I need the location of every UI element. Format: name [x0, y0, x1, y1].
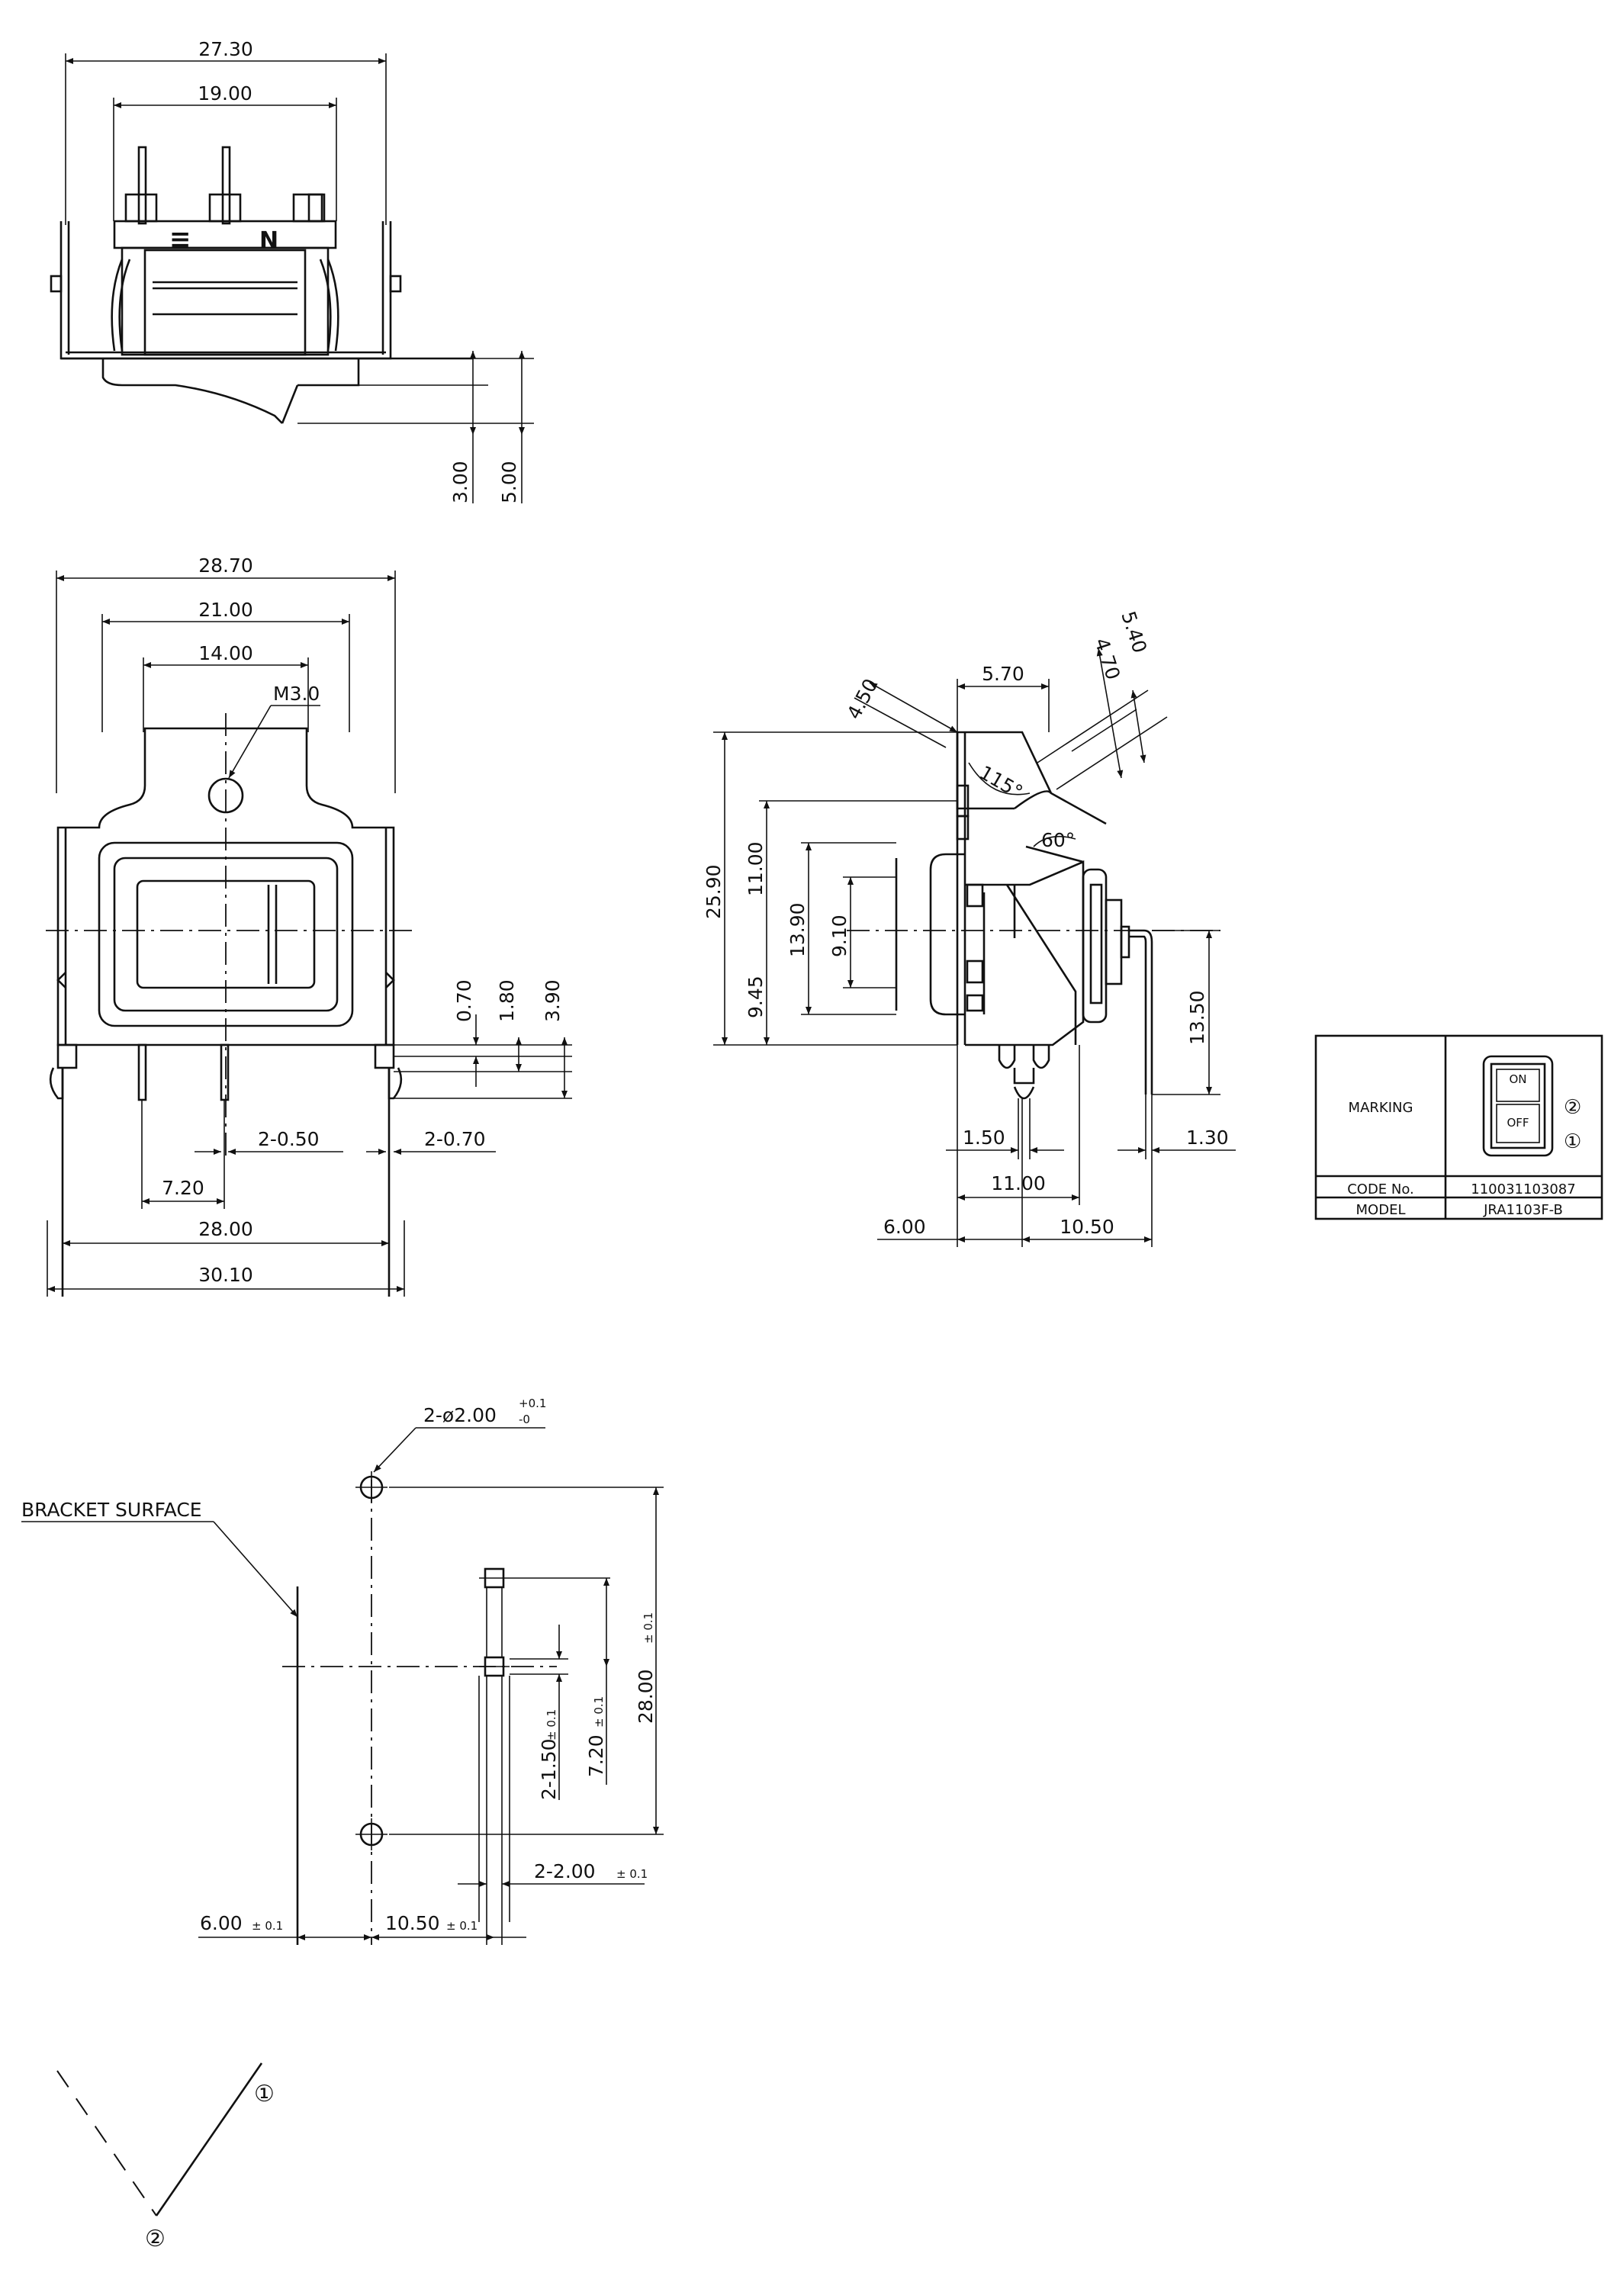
dim-7-20: 7.20: [162, 1177, 204, 1199]
symbol-e: ≡: [169, 224, 191, 255]
code-label: CODE No.: [1347, 1181, 1414, 1197]
dim-28-00: 28.00: [635, 1669, 657, 1724]
dim-2-0-70: 2-0.70: [424, 1128, 486, 1150]
dim-0-70: 0.70: [453, 979, 475, 1022]
dim-13-90: 13.90: [786, 902, 809, 957]
dim-11-00-v: 11.00: [744, 841, 767, 896]
symbol-n: N: [259, 227, 278, 254]
terminal-1-mark: ①: [1564, 1130, 1581, 1153]
tol-minus: -0: [519, 1413, 530, 1426]
tol-1-50: ± 0.1: [545, 1709, 558, 1741]
model-value: JRA1103F-B: [1483, 1202, 1563, 1218]
dim-2-0-50: 2-0.50: [258, 1128, 320, 1150]
model-label: MODEL: [1356, 1202, 1406, 1218]
dim-6-00: 6.00: [200, 1912, 243, 1934]
dim-14-00: 14.00: [198, 642, 253, 664]
dim-10-50: 10.50: [1060, 1216, 1114, 1238]
dim-5-70: 5.70: [982, 663, 1024, 685]
marking-table: MARKING ON OFF ② ① CODE No. 110031103087…: [1314, 1034, 1603, 1220]
dim-19-00: 19.00: [198, 82, 252, 104]
terminal-2-label: ②: [145, 2226, 166, 2252]
dim-3-00: 3.00: [449, 461, 471, 503]
dim-13-50: 13.50: [1186, 990, 1208, 1045]
tol-28-00: ± 0.1: [642, 1612, 655, 1644]
dim-6-00: 6.00: [883, 1216, 926, 1238]
marking-label: MARKING: [1349, 1100, 1413, 1116]
dim-21-00: 21.00: [198, 599, 253, 621]
on-label: ON: [1509, 1072, 1526, 1086]
dim-28-70: 28.70: [198, 554, 253, 577]
front-view: 28.70 21.00 14.00 M3.0: [46, 554, 572, 1297]
dim-5-00: 5.00: [498, 461, 520, 503]
dim-5-40: 5.40: [1117, 609, 1151, 656]
dim-25-90: 25.90: [703, 864, 725, 919]
hole-callout: 2-ø2.00: [423, 1404, 497, 1426]
tol-2-00: ± 0.1: [616, 1867, 648, 1881]
dim-2-1-50: 2-1.50: [538, 1738, 560, 1800]
dim-30-10: 30.10: [198, 1264, 253, 1286]
terminal-2-mark: ②: [1564, 1096, 1581, 1119]
tol-plus: +0.1: [519, 1397, 546, 1410]
off-label: OFF: [1507, 1116, 1529, 1130]
angle-115: 115°: [976, 761, 1027, 803]
bracket-surface-label: BRACKET SURFACE: [21, 1499, 202, 1521]
thread-m3: M3.0: [273, 683, 320, 705]
tol-10-50: ± 0.1: [446, 1919, 478, 1933]
side-view: 5.70 4.50 4.70 5.40 115° 60°: [703, 609, 1236, 1247]
dim-11-00-h: 11.00: [991, 1172, 1046, 1194]
terminal-diagram: ① ②: [56, 2062, 275, 2252]
dim-1-80: 1.80: [496, 979, 518, 1022]
dim-1-30: 1.30: [1186, 1127, 1229, 1149]
angle-60: 60°: [1041, 829, 1075, 851]
dim-27-30: 27.30: [198, 38, 253, 60]
terminal-1-label: ①: [254, 2081, 275, 2107]
dim-7-20: 7.20: [585, 1734, 607, 1777]
dim-4-50: 4.50: [843, 675, 883, 723]
dim-2-2-00: 2-2.00: [534, 1860, 596, 1882]
dim-10-50: 10.50: [385, 1912, 440, 1934]
dim-4-70: 4.70: [1090, 635, 1124, 683]
code-value: 110031103087: [1471, 1181, 1575, 1197]
dim-1-50: 1.50: [963, 1127, 1005, 1149]
dim-9-10: 9.10: [828, 914, 851, 957]
dim-28-00: 28.00: [198, 1218, 253, 1240]
dim-3-90: 3.90: [542, 979, 564, 1022]
tol-6-00: ± 0.1: [252, 1919, 283, 1933]
top-view: 27.30 19.00 ≡: [50, 38, 534, 503]
tol-7-20: ± 0.1: [592, 1696, 606, 1728]
pcb-layout: 2-ø2.00 +0.1 -0 BRACKET SURFACE: [21, 1397, 664, 1945]
dim-9-45: 9.45: [744, 976, 767, 1018]
